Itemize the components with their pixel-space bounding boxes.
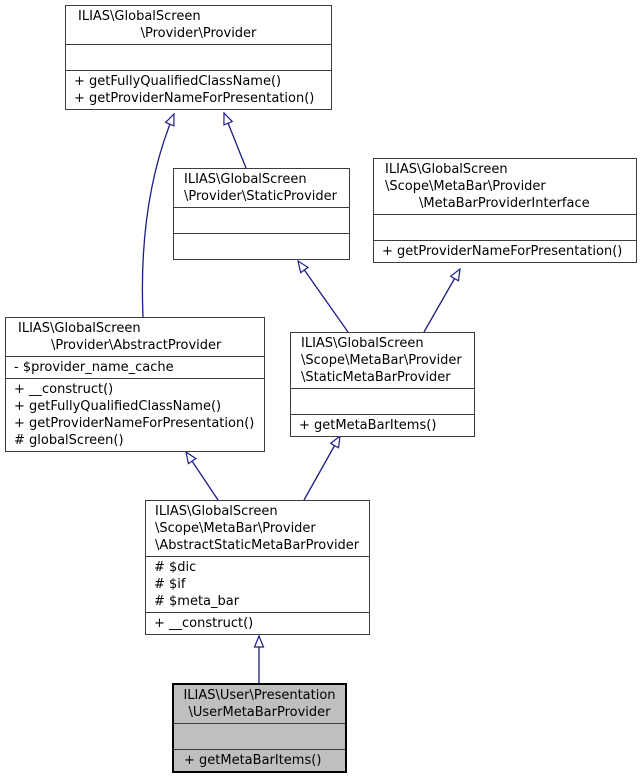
class-attributes	[291, 388, 474, 414]
class-box-usermetabarprovider-current: ILIAS\User\Presentation \UserMetaBarProv…	[172, 683, 347, 773]
class-title: ILIAS\GlobalScreen \Provider\StaticProvi…	[174, 169, 349, 207]
class-title-line: \AbstractStaticMetaBarProvider	[155, 538, 360, 553]
class-title-line: \Scope\MetaBar\Provider	[155, 521, 316, 536]
class-title-line: ILIAS\GlobalScreen	[18, 321, 141, 336]
class-methods: + getProviderNameForPresentation()	[374, 240, 636, 262]
inheritance-arrow-abstractstaticmetabarprovider-to-staticmetabarprovider	[303, 436, 340, 501]
method-row: # globalScreen()	[14, 433, 124, 448]
class-methods: + getMetaBarItems()	[174, 749, 345, 771]
inheritance-arrow-staticmetabarprovider-to-metabarproviderinterface	[423, 269, 460, 333]
attribute-row: # $meta_bar	[154, 594, 240, 609]
class-title-line: ILIAS\GlobalScreen	[78, 9, 201, 24]
class-title-line: \StaticMetaBarProvider	[301, 370, 451, 385]
class-title-line: \UserMetaBarProvider	[188, 705, 331, 720]
class-title: ILIAS\GlobalScreen \Scope\MetaBar\Provid…	[291, 333, 474, 388]
method-row: + getFullyQualifiedClassName()	[74, 74, 282, 89]
attribute-row: # $if	[154, 577, 186, 592]
inheritance-arrow-staticmetabarprovider-to-staticprovider	[298, 261, 349, 333]
class-title-line: ILIAS\GlobalScreen	[155, 504, 278, 519]
inheritance-arrow-abstractprovider-to-provider	[141, 114, 174, 318]
method-row: + getProviderNameForPresentation()	[382, 244, 623, 259]
method-row: + getMetaBarItems()	[184, 753, 322, 768]
class-box-staticprovider[interactable]: ILIAS\GlobalScreen \Provider\StaticProvi…	[173, 168, 350, 260]
class-methods: + getFullyQualifiedClassName() + getProv…	[66, 70, 331, 109]
class-title-line: ILIAS\User\Presentation	[183, 688, 336, 703]
class-attributes: - $provider_name_cache	[6, 356, 264, 378]
attribute-row: - $provider_name_cache	[14, 360, 174, 375]
class-title-line: \Provider\AbstractProvider	[51, 338, 222, 353]
class-title-line: ILIAS\GlobalScreen	[385, 162, 508, 177]
class-title: ILIAS\User\Presentation \UserMetaBarProv…	[174, 685, 345, 723]
class-title-line: \Scope\MetaBar\Provider	[301, 353, 462, 368]
class-box-staticmetabarprovider[interactable]: ILIAS\GlobalScreen \Scope\MetaBar\Provid…	[290, 332, 475, 437]
class-title-line: ILIAS\GlobalScreen	[184, 172, 307, 187]
class-box-abstractstaticmetabarprovider[interactable]: ILIAS\GlobalScreen \Scope\MetaBar\Provid…	[145, 500, 370, 635]
method-row: + getMetaBarItems()	[299, 418, 437, 433]
class-attributes	[66, 44, 331, 70]
class-box-metabarproviderinterface[interactable]: ILIAS\GlobalScreen \Scope\MetaBar\Provid…	[373, 158, 637, 263]
class-title-line: ILIAS\GlobalScreen	[301, 336, 424, 351]
class-methods: + __construct()	[146, 612, 369, 634]
class-box-provider[interactable]: ILIAS\GlobalScreen \Provider\Provider + …	[65, 5, 332, 110]
class-attributes	[374, 214, 636, 240]
class-title: ILIAS\GlobalScreen \Scope\MetaBar\Provid…	[374, 159, 636, 214]
class-methods	[174, 233, 349, 259]
class-title-line: \MetaBarProviderInterface	[419, 196, 590, 211]
class-attributes	[174, 723, 345, 749]
method-row: + getProviderNameForPresentation()	[14, 416, 255, 431]
method-row: + getProviderNameForPresentation()	[74, 91, 315, 106]
class-title-line: \Scope\MetaBar\Provider	[385, 179, 546, 194]
class-title-line: \Provider\Provider	[140, 26, 257, 41]
class-box-abstractprovider[interactable]: ILIAS\GlobalScreen \Provider\AbstractPro…	[5, 317, 265, 452]
class-methods: + __construct() + getFullyQualifiedClass…	[6, 378, 264, 451]
class-title: ILIAS\GlobalScreen \Provider\AbstractPro…	[6, 318, 264, 356]
inheritance-arrow-abstractstaticmetabarprovider-to-abstractprovider	[186, 452, 219, 501]
class-attributes	[174, 207, 349, 233]
class-methods: + getMetaBarItems()	[291, 414, 474, 436]
class-title-line: \Provider\StaticProvider	[184, 189, 337, 204]
method-row: + __construct()	[154, 616, 254, 631]
class-title: ILIAS\GlobalScreen \Provider\Provider	[66, 6, 331, 44]
inheritance-arrow-staticprovider-to-provider	[224, 113, 247, 169]
method-row: + __construct()	[14, 382, 114, 397]
method-row: + getFullyQualifiedClassName()	[14, 399, 222, 414]
class-attributes: # $dic # $if # $meta_bar	[146, 556, 369, 612]
attribute-row: # $dic	[154, 560, 197, 575]
class-title: ILIAS\GlobalScreen \Scope\MetaBar\Provid…	[146, 501, 369, 556]
